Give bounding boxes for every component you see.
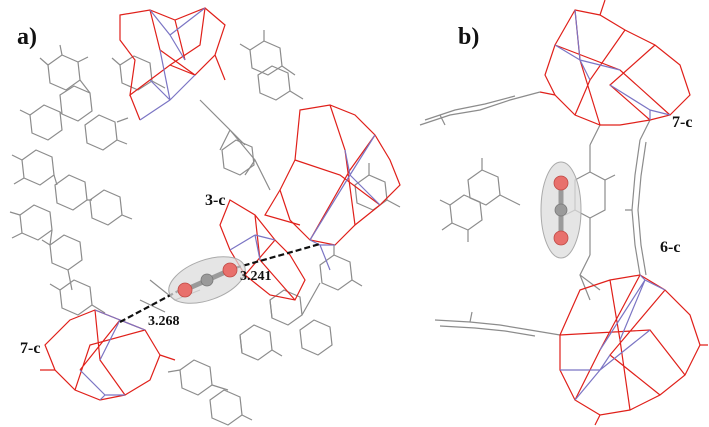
panel-b-cluster-label-6c: 6-c [660, 239, 680, 256]
panel-a: a) 3-c 7-c 3.241 3.268 [9, 7, 401, 426]
panel-b-organic-linkers [419, 91, 651, 337]
panel-b-cluster-label-7c: 7-c [672, 114, 692, 131]
panel-a-metal-bonds [79, 7, 381, 401]
guest-oxygen-top [553, 175, 569, 191]
panel-a-cluster-label-3c: 3-c [205, 192, 225, 209]
guest-oxygen-bottom [553, 230, 569, 246]
guest-oxygen-2 [222, 262, 238, 278]
panel-a-distance-1: 3.241 [240, 269, 272, 284]
guest-oxygen-1 [177, 282, 193, 298]
panel-a-distance-2: 3.268 [148, 314, 180, 329]
panel-b: b) 7-c 6-c [419, 0, 708, 426]
guest-carbon [200, 273, 214, 287]
panel-a-guest-co2 [168, 256, 246, 304]
panel-b-guest-co2 [540, 161, 582, 259]
panel-b-label: b) [458, 24, 479, 50]
guest-carbon [554, 203, 568, 217]
panel-a-organic-linkers [9, 30, 401, 426]
panel-a-label: a) [17, 24, 37, 50]
panel-a-cluster-label-7c: 7-c [20, 340, 40, 357]
panel-b-metal-bonds [554, 9, 671, 401]
